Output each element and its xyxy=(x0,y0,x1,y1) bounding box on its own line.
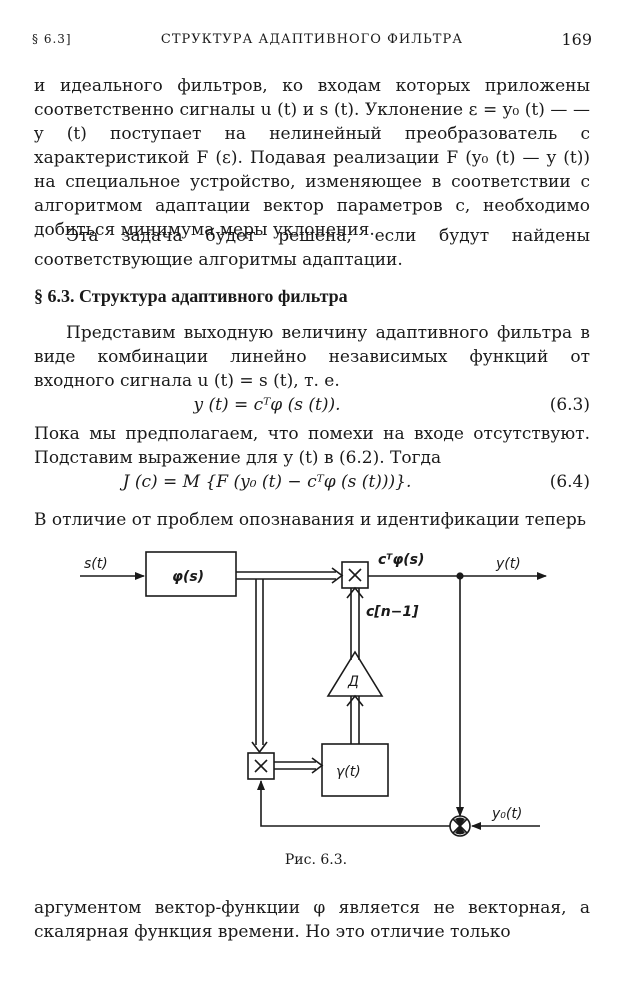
equation-6-3: y (t) = cᵀφ (s (t)). (6.3) xyxy=(34,395,590,419)
mult-to-gamma-arrowhead xyxy=(311,757,324,774)
paragraph-5-text: В отличие от проблем опознавания и идент… xyxy=(34,510,586,530)
top-multiplier-cross-b xyxy=(348,568,362,582)
paragraph-2-text: Эта задача будет решена, если будут найд… xyxy=(34,226,590,270)
block-diagram-figure: s(t) φ(s) cᵀφ(s) y(t) c[n−1] Д γ(t) y₀(t… xyxy=(60,540,560,840)
bottom-multiplier-cross-b xyxy=(254,759,268,773)
phi-out-arrowhead xyxy=(331,567,344,584)
page-number: 169 xyxy=(561,30,592,49)
header-section: § 6.3] xyxy=(32,32,72,46)
phi-branch-arrowhead xyxy=(251,741,268,754)
label-reference: y₀(t) xyxy=(491,806,522,822)
equation-6-3-body: y (t) = cᵀφ (s (t)). xyxy=(193,395,341,415)
comparator-fill-top xyxy=(455,817,465,826)
paragraph-3: Представим выходную величину адаптивного… xyxy=(34,321,590,393)
c-arrowhead xyxy=(346,586,364,599)
paragraph-3-text: Представим выходную величину адаптивного… xyxy=(34,323,590,391)
paragraph-4-text: Пока мы предполагаем, что помехи на вход… xyxy=(34,424,590,468)
label-delay: Д xyxy=(347,674,359,690)
equation-6-4-body: J (c) = M {F (y₀ (t) − cᵀφ (s (t)))}. xyxy=(122,472,412,492)
paragraph-1: и идеального фильтров, ко входам которых… xyxy=(34,74,590,242)
paragraph-6-text: аргументом вектор-функции φ является не … xyxy=(34,898,590,942)
paragraph-4: Пока мы предполагаем, что помехи на вход… xyxy=(34,422,590,470)
equation-6-4-number: (6.4) xyxy=(549,472,590,492)
label-output: y(t) xyxy=(495,556,521,572)
gamma-block xyxy=(321,743,389,797)
running-header: § 6.3] СТРУКТУРА АДАПТИВНОГО ФИЛЬТРА 169 xyxy=(32,30,592,54)
paragraph-2: Эта задача будет решена, если будут найд… xyxy=(34,224,590,272)
equation-6-3-number: (6.3) xyxy=(549,395,590,415)
gamma-up-arrowhead xyxy=(346,694,364,707)
figure-caption: Рис. 6.3. xyxy=(284,852,348,868)
paragraph-6: аргументом вектор-функции φ является не … xyxy=(34,896,590,944)
label-gamma: γ(t) xyxy=(336,764,361,780)
label-input: s(t) xyxy=(84,556,108,572)
phi-block xyxy=(145,551,237,597)
section-heading: § 6.3. Структура адаптивного фильтра xyxy=(34,286,348,306)
equation-6-4: J (c) = M {F (y₀ (t) − cᵀφ (s (t)))}. (6… xyxy=(34,472,590,496)
label-product-out: cᵀφ(s) xyxy=(378,552,424,568)
paragraph-5: В отличие от проблем опознавания и идент… xyxy=(34,508,590,532)
bottom-multiplier xyxy=(247,752,275,780)
label-c-prev: c[n−1] xyxy=(366,604,419,620)
comparator-fill-bottom xyxy=(455,826,465,835)
header-title: СТРУКТУРА АДАПТИВНОГО ФИЛЬТРА xyxy=(160,32,464,47)
error-feedback-arrow xyxy=(257,780,450,827)
block-diagram: s(t) φ(s) cᵀφ(s) y(t) c[n−1] Д γ(t) y₀(t… xyxy=(80,551,547,837)
paragraph-1-text: и идеального фильтров, ко входам которых… xyxy=(34,76,590,240)
label-phi: φ(s) xyxy=(172,569,204,585)
